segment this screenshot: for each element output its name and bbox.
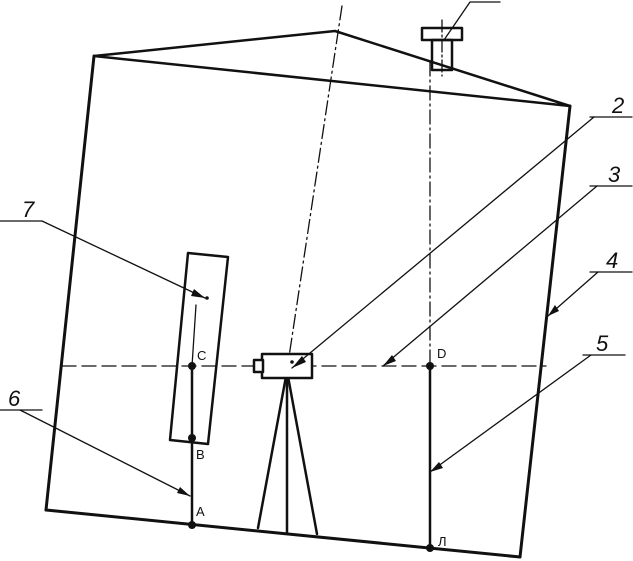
rod-dot: [205, 296, 209, 300]
leader-1: [443, 1, 501, 41]
leader-3: [382, 185, 598, 367]
callout-6: 6: [8, 386, 21, 411]
point-a-marker: [188, 521, 196, 529]
point-c-marker: [188, 362, 196, 370]
callout-5: 5: [596, 331, 609, 356]
point-b-label: B: [196, 447, 205, 462]
tank-bottom: [44, 508, 522, 559]
measuring-rod: [168, 251, 230, 446]
leader-2: [291, 116, 595, 369]
point-b-marker: [188, 434, 196, 442]
instrument-dot: [290, 360, 294, 364]
point-a-label: A: [196, 504, 205, 519]
point-l-label: Л: [438, 534, 447, 549]
leader-5: [429, 354, 592, 473]
sight-line: [286, 5, 343, 371]
tank-left-wall: [44, 54, 96, 512]
point-d-label: D: [437, 346, 446, 361]
leader-7: [41, 220, 206, 299]
callout-2: 2: [611, 93, 624, 118]
level-instrument-eyepiece: [252, 358, 265, 374]
callout-3: 3: [608, 162, 621, 187]
point-c-label: C: [197, 348, 206, 363]
tripod-leg-left: [256, 369, 289, 530]
arrowhead-7: [191, 289, 205, 298]
callout-1: 1: [482, 0, 494, 1]
leader-6: [19, 409, 191, 497]
callout-4: 4: [606, 248, 618, 273]
callout-7: 7: [22, 197, 35, 222]
tank-right-wall: [518, 104, 572, 559]
tripod-leg-right: [285, 369, 319, 536]
arrowhead-6: [177, 487, 190, 496]
tank-roof: [92, 29, 572, 108]
arrowhead-4: [548, 305, 559, 316]
point-l-marker: [426, 544, 434, 552]
arrowhead-3: [383, 355, 396, 366]
point-d-marker: [426, 362, 434, 370]
arrowhead-2: [292, 356, 306, 368]
rod-inner-line: [191, 304, 197, 367]
arrowhead-5: [430, 462, 443, 472]
